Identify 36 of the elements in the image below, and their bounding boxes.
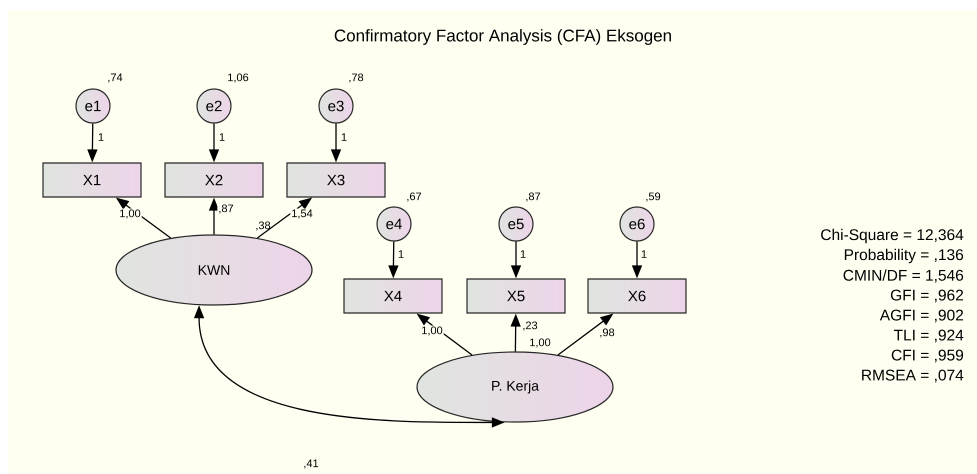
- edge-label: 1,00: [422, 326, 442, 336]
- variance-label: ,59: [646, 192, 660, 202]
- variable-box: X3: [286, 162, 386, 198]
- edge-label: 1: [342, 133, 347, 141]
- fit-statistic: CFI = ,959: [892, 350, 964, 362]
- edge-label: 1,00: [120, 209, 140, 219]
- variance-label: ,67: [407, 192, 422, 202]
- edge-label: 1: [520, 250, 526, 258]
- fit-statistic: Probability = ,136: [844, 248, 964, 264]
- fit-statistic: Chi-Square = 12,364: [821, 228, 964, 244]
- fit-statistic: AGFI = ,902: [880, 310, 964, 322]
- edge-label: ,23: [523, 321, 538, 331]
- fit-statistic: TLI = ,924: [894, 330, 964, 342]
- variable-box: X4: [343, 278, 443, 314]
- edge-label: ,41: [304, 460, 318, 468]
- edge-label: 1: [642, 250, 647, 258]
- variance-label: ,38: [256, 221, 270, 231]
- variable-box: X2: [164, 162, 264, 198]
- edge-label: 1: [98, 133, 104, 141]
- edge-label: ,87: [219, 204, 234, 214]
- title: Confirmatory Factor Analysis (CFA) Eksogen: [334, 29, 671, 45]
- edge-label: 1: [398, 250, 404, 258]
- edge-label: ,98: [600, 328, 614, 338]
- edge-label: 1: [220, 133, 225, 141]
- variance-label: 1,00: [530, 338, 550, 348]
- variable-box: X1: [42, 162, 142, 198]
- edge-label: 1,54: [292, 210, 312, 218]
- fit-statistic: CMIN/DF = 1,546: [844, 269, 964, 283]
- fit-statistic: GFI = ,962: [890, 290, 964, 302]
- variance-label: ,74: [108, 74, 122, 82]
- variance-label: 1,06: [228, 73, 248, 83]
- variable-box: X6: [587, 278, 687, 314]
- variance-label: ,78: [349, 73, 364, 83]
- variable-box: X5: [466, 278, 566, 314]
- variance-label: ,87: [526, 192, 540, 202]
- fit-statistic: RMSEA = ,074: [862, 370, 964, 382]
